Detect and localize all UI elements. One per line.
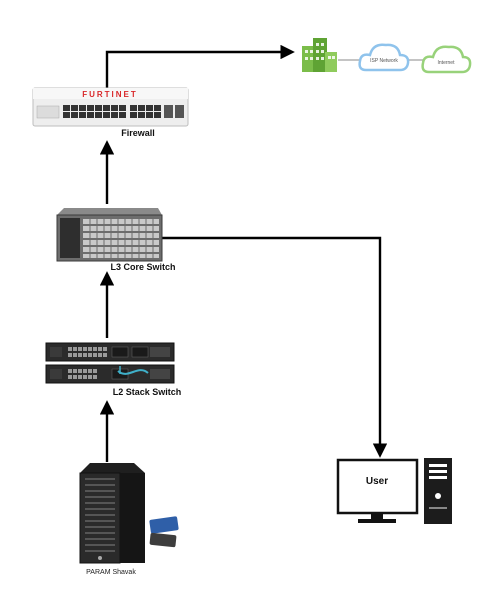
isp-label: ISP Network [370, 58, 398, 64]
isp-cloud-icon [358, 43, 410, 72]
internet-label: Internet [438, 60, 456, 66]
firewall-brand: FURTINET [82, 90, 138, 99]
server-label: PARAM Shavak [86, 569, 136, 576]
core-switch-device [56, 208, 163, 262]
connectors [99, 44, 388, 462]
firewall-ports [63, 105, 184, 118]
user-label: User [366, 476, 388, 487]
core-switch-ports [83, 219, 159, 258]
firewall-to-internet-line [105, 44, 295, 88]
internet-cloud-icon [421, 45, 472, 74]
stack-switch-label: L2 Stack Switch [113, 387, 182, 397]
user-workstation: User [336, 458, 452, 524]
server-device [79, 463, 179, 564]
firewall-label: Firewall [121, 128, 155, 138]
server-component-card [149, 516, 179, 548]
desktop-tower-icon [424, 458, 452, 524]
firewall-device: FURTINET [32, 87, 189, 127]
internet-group: ISP Network Internet [302, 38, 472, 74]
monitor-icon [336, 458, 419, 523]
building-icon [302, 38, 337, 72]
core-to-user-line [161, 236, 388, 458]
stack-switch-device [45, 342, 175, 384]
core-switch-label: L3 Core Switch [110, 262, 175, 272]
